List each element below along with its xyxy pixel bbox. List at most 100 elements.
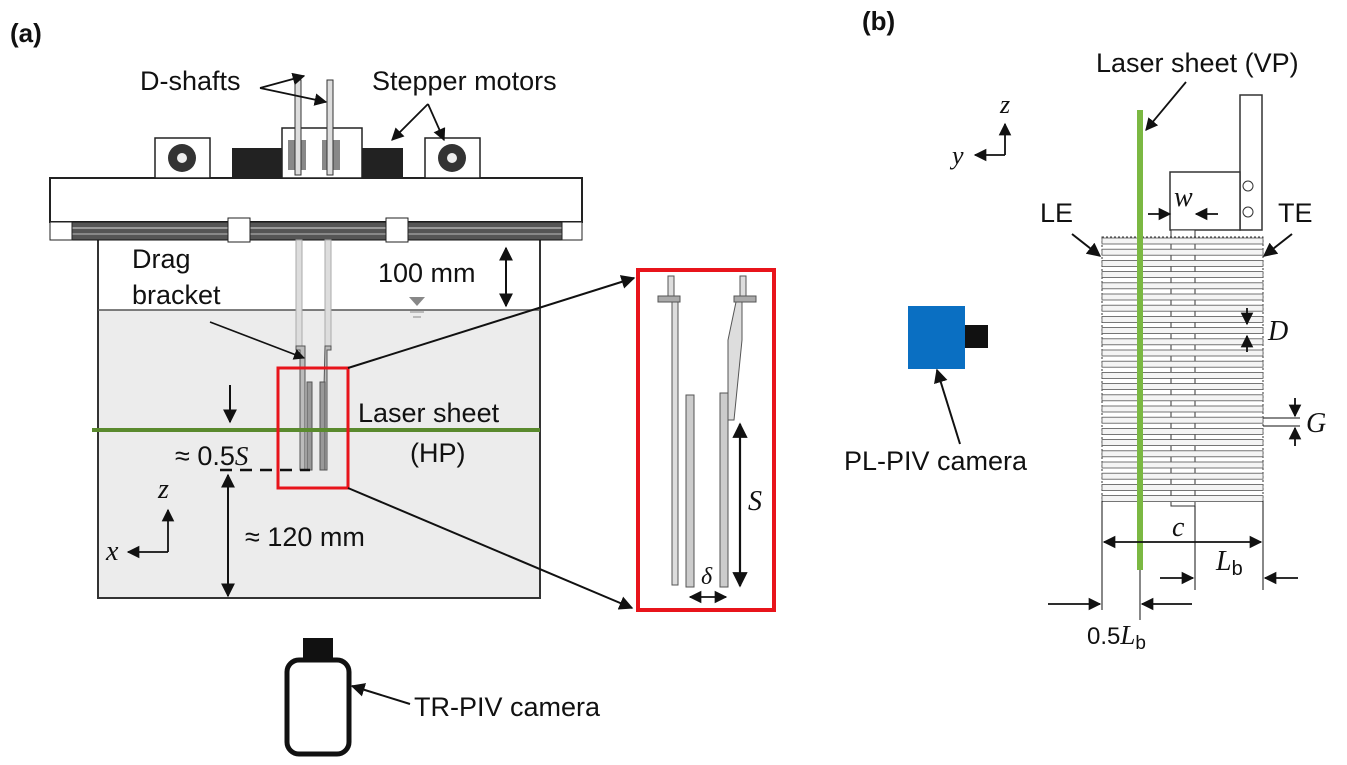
panel-b-label: (b) bbox=[862, 6, 895, 36]
drag-bracket-arrow bbox=[209, 321, 306, 360]
water-region bbox=[98, 310, 540, 598]
plate-strip bbox=[1101, 237, 1264, 245]
plate-strip bbox=[1101, 304, 1264, 312]
plate-strip bbox=[1101, 315, 1264, 323]
plate-strip bbox=[1101, 327, 1264, 335]
zoom-region-box bbox=[276, 366, 350, 490]
pl-piv-camera-body bbox=[908, 306, 965, 369]
inset-box bbox=[636, 268, 776, 612]
d-shaft-right bbox=[326, 79, 334, 176]
mount-bracket bbox=[1169, 171, 1241, 231]
plate-right bbox=[319, 381, 326, 471]
plate-strip bbox=[1101, 472, 1264, 480]
inset-clamp-left bbox=[657, 295, 681, 303]
half-lb-label: 0.5Lb bbox=[1087, 620, 1146, 654]
plate-strip bbox=[1101, 349, 1264, 357]
plate-strip bbox=[1101, 338, 1264, 346]
plate-strip bbox=[1101, 360, 1264, 368]
depth-label: 100 mm bbox=[378, 258, 476, 288]
lb-subscript: b bbox=[1232, 558, 1243, 580]
water-tank bbox=[97, 234, 541, 599]
plate-strip bbox=[1101, 483, 1264, 491]
inset-bracket-right bbox=[727, 301, 743, 421]
plate-strip bbox=[1101, 427, 1264, 435]
half-s-label: ≈ 0.5S bbox=[175, 441, 249, 471]
mount-hole bbox=[1242, 206, 1254, 218]
plate-strip bbox=[1101, 259, 1264, 267]
lb-label: Lb bbox=[1215, 546, 1243, 580]
tr-piv-camera-arrow bbox=[350, 683, 411, 705]
inset-s-label: S bbox=[748, 486, 762, 517]
tr-piv-camera-label: TR-PIV camera bbox=[414, 692, 601, 722]
d-shafts bbox=[294, 79, 334, 471]
zoom-line-bottom bbox=[347, 487, 634, 610]
laser-sheet-vp-label: Laser sheet (VP) bbox=[1096, 48, 1299, 78]
inset-clamp-right bbox=[733, 295, 757, 303]
plate-strip bbox=[1101, 248, 1264, 256]
panel-a-label: (a) bbox=[10, 18, 42, 48]
le-arrow bbox=[1071, 233, 1102, 257]
plate-strip bbox=[1101, 371, 1264, 379]
stepper-arrow-2 bbox=[427, 103, 446, 142]
d-shafts-arrow-1 bbox=[259, 72, 306, 89]
stepper-arrow-1 bbox=[391, 103, 429, 141]
plate-strip bbox=[1101, 282, 1264, 290]
te-arrow bbox=[1262, 233, 1293, 257]
inset-rod-right bbox=[739, 275, 747, 299]
axis-z-label-a: z bbox=[157, 474, 169, 505]
frame-bracket-left bbox=[49, 221, 73, 241]
axis-y-label-b: y bbox=[949, 141, 964, 170]
tr-piv-camera-body bbox=[284, 657, 352, 757]
w-label: w bbox=[1174, 182, 1193, 213]
plate-strip bbox=[1101, 405, 1264, 413]
drag-bracket-label-1: Drag bbox=[132, 244, 191, 274]
water-level-symbol bbox=[409, 297, 425, 306]
frame-bracket-right bbox=[561, 221, 583, 241]
half-s-symbol: S bbox=[235, 441, 249, 471]
pl-piv-camera-lens bbox=[965, 325, 988, 348]
frame-top-plate bbox=[49, 177, 583, 223]
axes-a: z x bbox=[105, 474, 175, 567]
half-lb-subscript: b bbox=[1135, 633, 1146, 654]
pl-piv-camera-arrow bbox=[934, 368, 961, 445]
plate-strip bbox=[1101, 394, 1264, 402]
plate-strip bbox=[1101, 450, 1264, 458]
te-label: TE bbox=[1278, 198, 1313, 228]
laser-sheet-hp-label-1: Laser sheet bbox=[358, 398, 500, 428]
half-s-prefix: ≈ 0.5 bbox=[175, 441, 235, 471]
c-label: c bbox=[1172, 512, 1185, 543]
mount-hole bbox=[1242, 180, 1254, 192]
axis-z-label-b: z bbox=[999, 90, 1010, 119]
plate-strip bbox=[1101, 293, 1264, 301]
g-label: G bbox=[1306, 408, 1326, 439]
d-shafts-label: D-shafts bbox=[140, 66, 241, 96]
zoom-line-top bbox=[347, 275, 636, 369]
stepper-motors bbox=[154, 127, 481, 179]
inset-plate-right bbox=[719, 392, 729, 588]
frame-clamp bbox=[227, 217, 251, 243]
drag-bracket-label-2: bracket bbox=[132, 280, 221, 310]
plate-strip bbox=[1101, 439, 1264, 447]
motor-body-right bbox=[358, 148, 403, 178]
inset-plate-left bbox=[685, 394, 695, 588]
axes-b: z y bbox=[949, 90, 1012, 170]
panel-a: (a) bbox=[10, 18, 776, 757]
inset-bracket-left bbox=[671, 301, 679, 586]
lb-symbol: L bbox=[1215, 546, 1232, 577]
stepper-motors-label: Stepper motors bbox=[372, 66, 557, 96]
inset-delta-label: δ bbox=[701, 564, 713, 590]
motor-hub bbox=[447, 153, 457, 163]
shaft-rod-right bbox=[324, 239, 332, 347]
shaft-rod-left bbox=[295, 239, 303, 347]
plate-strip bbox=[1101, 271, 1264, 279]
panel-b: (b) Laser sheet (VP) z y LE TE bbox=[844, 6, 1326, 654]
frame-clamp bbox=[385, 217, 409, 243]
d-shaft-left bbox=[294, 79, 302, 176]
height-label: ≈ 120 mm bbox=[245, 522, 365, 552]
laser-sheet-hp-label-2: (HP) bbox=[410, 438, 466, 468]
laser-sheet-vp-arrow bbox=[1145, 81, 1187, 131]
mount-rod bbox=[1239, 94, 1263, 231]
plate-strip bbox=[1101, 461, 1264, 469]
half-lb-symbol: L bbox=[1119, 620, 1135, 650]
plate-strips bbox=[1101, 237, 1264, 503]
